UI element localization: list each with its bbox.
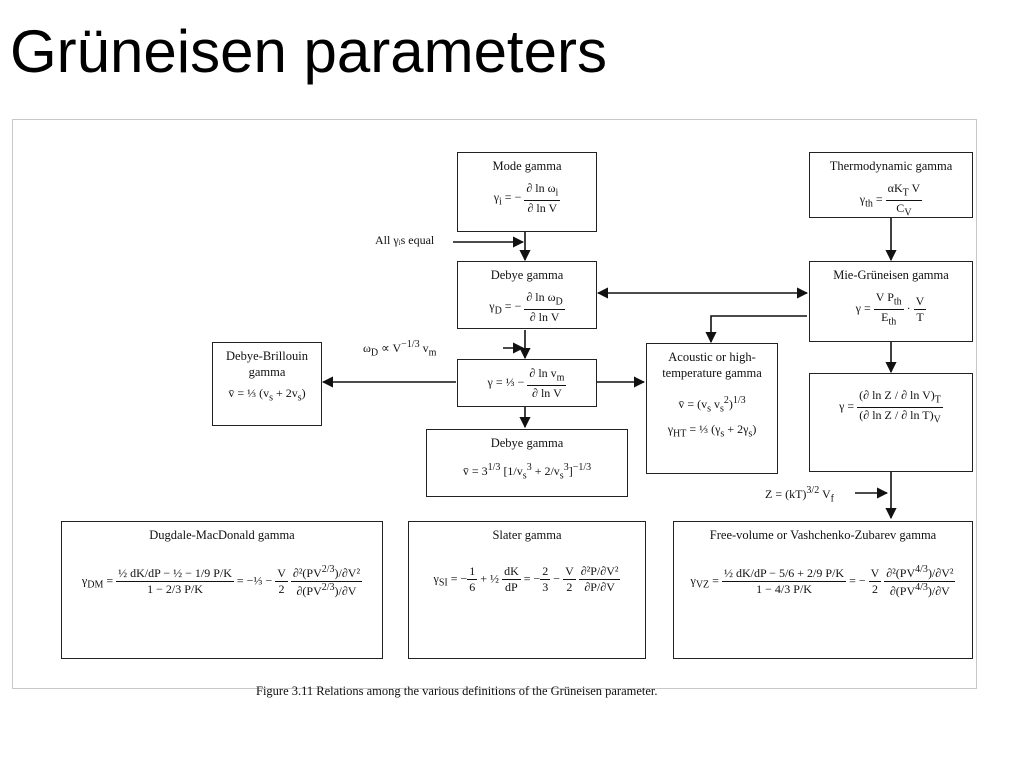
debye2-gamma-equation: v̄ = 31/3 [1/vs3 + 2/vs3]−1/3 (462, 461, 592, 482)
slide-title: Grüneisen parameters (10, 18, 607, 85)
debye-gamma-title: Debye gamma (490, 268, 564, 282)
thermo-gamma-title: Thermodynamic gamma (829, 159, 953, 173)
mode-gamma-title: Mode gamma (492, 159, 562, 173)
debye-gamma-equation: γD = − ∂ ln ωD∂ ln V (489, 289, 565, 324)
slater-gamma-title: Slater gamma (492, 528, 562, 542)
center-gamma-equation: γ = ⅓ − ∂ ln vm∂ ln V (487, 366, 567, 400)
box-mode-gamma: Mode gamma γi = − ∂ ln ωi∂ ln V (457, 152, 597, 232)
partial-gamma-equation: γ = (∂ ln Z / ∂ ln V)T(∂ ln Z / ∂ ln T)V (839, 388, 943, 426)
box-free-volume-gamma: Free-volume or Vashchenko-Zubarev gamma … (673, 521, 973, 659)
brillouin-gamma-title: Debye-Brillouin gamma (226, 349, 308, 379)
acoustic-gamma-eq1: v̄ = (vs vs2)1/3 (678, 395, 746, 415)
dugdale-gamma-title: Dugdale-MacDonald gamma (149, 528, 295, 542)
box-acoustic-gamma: Acoustic or high-temperature gamma v̄ = … (646, 343, 778, 474)
mode-gamma-equation: γi = − ∂ ln ωi∂ ln V (493, 180, 561, 215)
freevol-gamma-title: Free-volume or Vashchenko-Zubarev gamma (709, 528, 937, 542)
note-all-equal: All γᵢs equal (375, 233, 435, 247)
figure-panel: Mode gamma γi = − ∂ ln ωi∂ ln V Thermody… (12, 119, 977, 689)
box-debye-brillouin-gamma: Debye-Brillouin gamma v̄ = ⅓ (vs + 2vs) (212, 342, 322, 426)
debye2-gamma-title: Debye gamma (490, 436, 564, 450)
note-omega-relation: ωD ∝ V−1/3 vm (363, 339, 437, 359)
brillouin-gamma-equation: v̄ = ⅓ (vs + 2vs) (228, 386, 306, 404)
figure-caption: Figure 3.11 Relations among the various … (256, 684, 658, 698)
note-z-relation: Z = (kT)3/2 Vf (765, 485, 834, 505)
box-debye-gamma-2: Debye gamma v̄ = 31/3 [1/vs3 + 2/vs3]−1/… (426, 429, 628, 497)
mie-gamma-title: Mie-Grüneisen gamma (833, 268, 949, 282)
acoustic-gamma-title: Acoustic or high-temperature gamma (662, 350, 762, 380)
arrow-layer (321, 218, 897, 520)
box-partial-gamma: γ = (∂ ln Z / ∂ ln V)T(∂ ln Z / ∂ ln T)V (809, 373, 973, 472)
box-center-gamma: γ = ⅓ − ∂ ln vm∂ ln V (457, 359, 597, 407)
box-dugdale-macdonald-gamma: Dugdale-MacDonald gamma γDM = ½ dK/dP − … (61, 521, 383, 659)
box-debye-gamma: Debye gamma γD = − ∂ ln ωD∂ ln V (457, 261, 597, 329)
acoustic-gamma-eq2: γHT = ⅓ (γs + 2γs) (667, 422, 757, 440)
arrow-mie-to-acoustic (705, 315, 807, 344)
